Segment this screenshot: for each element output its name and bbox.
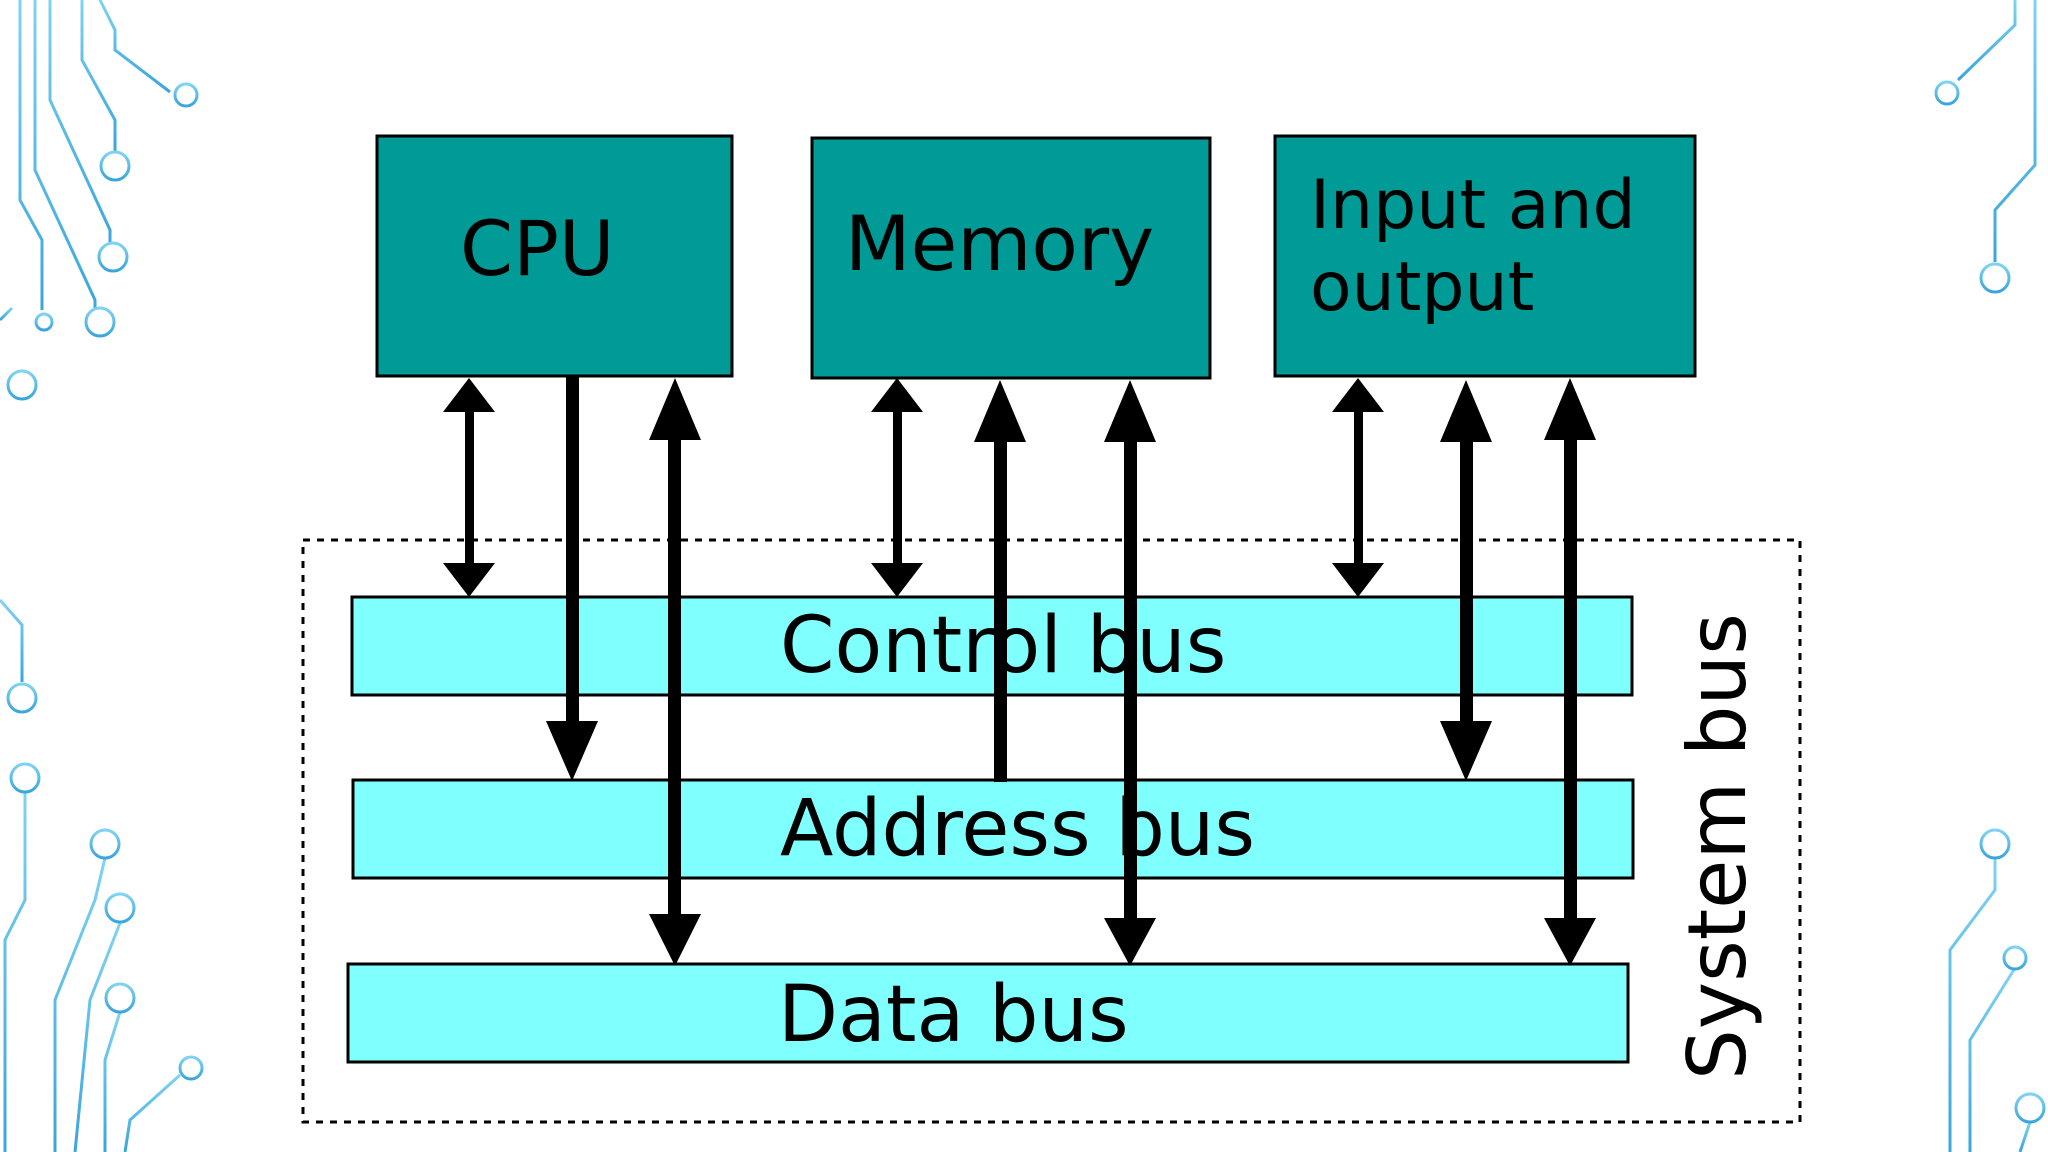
address-bus-label: Address bus: [780, 784, 1255, 874]
circuit-decoration-bottom-right-icon: [1948, 828, 2046, 1152]
circuit-decoration-top-right-icon: [1934, 0, 2037, 294]
input-output-label-line1: Input and: [1310, 166, 1636, 245]
memory-box: Memory: [810, 136, 1212, 380]
io-address-arrow-icon: [1440, 380, 1492, 781]
control-bus: Control bus: [350, 595, 1634, 697]
circuit-decoration-bottom-left-icon: [0, 599, 204, 1152]
memory-control-arrow-icon: [871, 378, 923, 597]
memory-data-arrow-icon: [1104, 380, 1156, 966]
circuit-decoration-top-left-icon: [0, 0, 199, 401]
cpu-control-arrow-icon: [443, 378, 495, 597]
cpu-label: CPU: [460, 204, 615, 293]
cpu-data-arrow-icon: [649, 378, 701, 966]
system-bus-enclosure: [301, 538, 1802, 1124]
system-bus-label: System bus: [1671, 613, 1764, 1080]
bus-connection-arrows: [443, 376, 1596, 966]
memory-label: Memory: [845, 199, 1154, 288]
cpu-address-arrow-icon: [546, 376, 598, 781]
cpu-box: CPU: [375, 134, 734, 378]
memory-address-arrow-icon: [974, 380, 1026, 782]
address-bus: Address bus: [351, 778, 1635, 880]
input-output-label-line2: output: [1310, 248, 1534, 327]
input-output-box: Input and output: [1273, 134, 1697, 378]
io-control-arrow-icon: [1332, 378, 1384, 597]
io-data-arrow-icon: [1544, 378, 1596, 966]
data-bus: Data bus: [346, 962, 1630, 1064]
data-bus-label: Data bus: [778, 970, 1129, 1060]
